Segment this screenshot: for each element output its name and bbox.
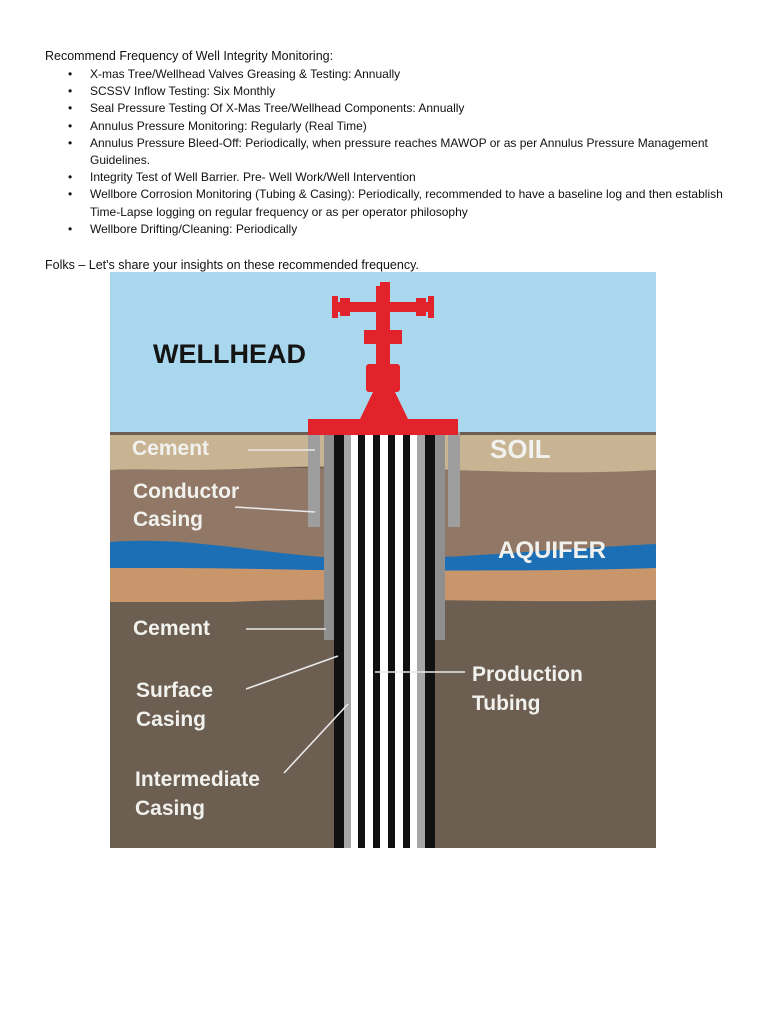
cement-top-label: Cement [132, 437, 209, 460]
list-item: Integrity Test of Well Barrier. Pre- Wel… [68, 169, 728, 186]
conductor-casing-right [448, 432, 460, 527]
well-diagram-svg: WELLHEAD SOIL AQUIFER Cement Conductor C… [110, 272, 656, 848]
conductor-label-line1: Conductor [133, 480, 239, 503]
intermediate-label-line1: Intermediate [135, 768, 260, 791]
aquifer-layer [110, 538, 656, 571]
list-item: Wellbore Drifting/Cleaning: Periodically [68, 221, 728, 238]
aquifer-label: AQUIFER [498, 537, 606, 564]
list-item: Seal Pressure Testing Of X-Mas Tree/Well… [68, 100, 728, 117]
wellhead-tree [308, 282, 458, 435]
production-label-line1: Production [472, 663, 583, 686]
production-tubing [373, 432, 380, 848]
list-item: Wellbore Corrosion Monitoring (Tubing & … [68, 186, 728, 220]
list-item: Annulus Pressure Bleed-Off: Periodically… [68, 135, 728, 169]
surface-label-line2: Casing [136, 708, 206, 731]
frequency-list: X-mas Tree/Wellhead Valves Greasing & Te… [68, 66, 728, 238]
closing-line: Folks – Let's share your insights on the… [45, 258, 419, 272]
list-item: SCSSV Inflow Testing: Six Monthly [68, 83, 728, 100]
intermediate-label-line2: Casing [135, 797, 205, 820]
surface-label-line1: Surface [136, 679, 213, 702]
conductor-casing-left [308, 432, 320, 527]
surface-casing-right [435, 432, 445, 640]
leader-lines [234, 449, 465, 774]
list-item: X-mas Tree/Wellhead Valves Greasing & Te… [68, 66, 728, 83]
conductor-label-line2: Casing [133, 508, 203, 531]
section-heading: Recommend Frequency of Well Integrity Mo… [45, 49, 334, 63]
well-bore [308, 432, 460, 848]
production-label-line2: Tubing [472, 692, 540, 715]
well-diagram: WELLHEAD SOIL AQUIFER Cement Conductor C… [110, 272, 656, 848]
list-item: Annulus Pressure Monitoring: Regularly (… [68, 118, 728, 135]
wellhead-label: WELLHEAD [153, 339, 306, 369]
wellhead-flange [308, 419, 458, 435]
soil-label: SOIL [490, 434, 551, 464]
cement-mid-label: Cement [133, 617, 210, 640]
surface-casing-left [324, 432, 334, 640]
